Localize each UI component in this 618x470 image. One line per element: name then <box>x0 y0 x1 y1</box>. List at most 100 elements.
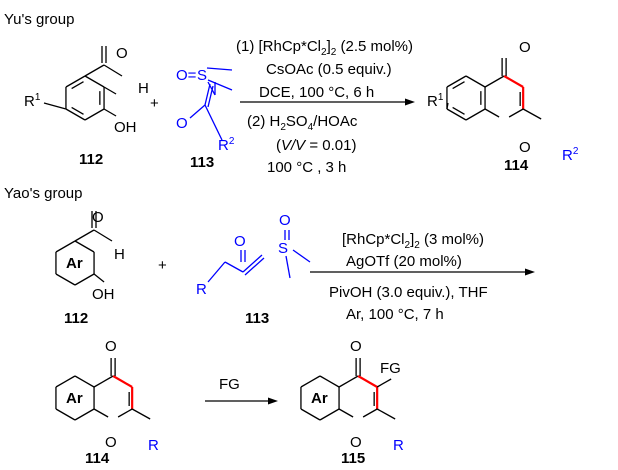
yao-cond-2: AgOTf (20 mol%) <box>346 253 462 270</box>
yao-p114-new-bond <box>112 375 133 388</box>
yao-sm-ring <box>55 240 76 253</box>
yu-ylide-cc <box>207 85 214 108</box>
yao-fg-arrow-head <box>268 397 278 405</box>
yao-cond-3: PivOH (3.0 equiv.), THF <box>329 284 488 301</box>
yu-sm-ring <box>65 75 86 88</box>
yao-p114 <box>74 408 95 421</box>
yu-prod <box>465 108 486 121</box>
yao-cho-bond <box>93 229 113 242</box>
yao-p115-ar: Ar <box>311 390 328 407</box>
yao-p115-ring-o: O <box>350 434 362 451</box>
yao-ylide-s: S <box>278 240 288 257</box>
yu-prod <box>465 75 486 88</box>
yu-r1-bond <box>43 102 67 110</box>
yu-cond-3: DCE, 100 °C, 6 h <box>259 84 374 101</box>
yu-oh-bond <box>103 108 117 117</box>
yao-ylide-bond <box>207 261 226 283</box>
yu-sm-ring <box>71 106 84 115</box>
yu-sm-oh: OH <box>114 119 137 136</box>
yu-group-title: Yu's group <box>4 11 74 28</box>
yu-sm-ring <box>71 81 84 90</box>
yao-p114 <box>74 375 95 388</box>
yu-sm-cho-o: O <box>116 45 128 62</box>
yu-prod <box>452 106 465 115</box>
yao-p114-ar: Ar <box>66 390 83 407</box>
yu-prod-r1: R1 <box>427 92 444 110</box>
yao-ylide-so: O <box>279 212 291 229</box>
yu-sm-label: 112 <box>79 151 103 168</box>
yao-p114 <box>93 408 109 418</box>
yao-ylide-cs <box>244 257 265 276</box>
yu-cond-4: (2) H2SO4/HOAc <box>247 113 358 133</box>
yu-ylide-c <box>189 104 206 119</box>
yu-prod <box>508 108 524 118</box>
yao-plus: + <box>158 257 167 274</box>
yu-cond-6: 100 °C , 3 h <box>267 159 346 176</box>
yao-p114 <box>93 375 114 388</box>
yu-cond-2: CsOAc (0.5 equiv.) <box>266 61 392 78</box>
yao-cond-4: Ar, 100 °C, 7 h <box>346 306 444 323</box>
yao-ylide-label: 113 <box>245 310 269 327</box>
yao-p114-o: O <box>105 338 117 355</box>
yu-ylide-cr <box>204 104 223 141</box>
yu-prod <box>484 75 505 88</box>
yu-s-me <box>207 79 233 91</box>
yao-ylide-o: O <box>234 233 246 250</box>
yao-sm-label: 112 <box>64 310 88 327</box>
yu-prod-r-bond <box>522 108 542 120</box>
yu-ylide-o1: O= <box>176 67 197 84</box>
yao-cond-1: [RhCp*Cl2]2 (3 mol%) <box>342 231 484 251</box>
yu-ylide-cc <box>204 83 211 106</box>
yao-p115-fg-bond <box>376 378 392 388</box>
yu-ylide-r2: R2 <box>218 136 235 154</box>
yu-ylide-s: S <box>197 67 207 84</box>
yu-cho-bond <box>103 64 123 77</box>
yao-p115-r: R <box>393 437 404 454</box>
yu-ylide-o2: O <box>176 115 188 132</box>
yu-prod <box>452 81 465 90</box>
yao-sm-ring <box>55 273 76 286</box>
yao-p114-label: 114 <box>85 450 110 467</box>
yao-ylide-r: R <box>196 281 207 298</box>
yu-s-me <box>206 67 233 71</box>
yu-prod <box>446 75 467 88</box>
yao-s-me <box>292 249 311 263</box>
yao-ylide-cs <box>242 254 263 273</box>
yao-p114 <box>55 375 76 388</box>
yu-prod <box>484 108 500 118</box>
yao-arrow-head <box>525 268 535 276</box>
yu-sm-ring <box>65 108 86 121</box>
yao-p114-ring-o: O <box>105 434 117 451</box>
yu-sm-r1: R1 <box>24 92 41 110</box>
yao-sm-cho-o: O <box>92 209 104 226</box>
yu-arrow-head <box>405 98 415 106</box>
yao-sm-ar: Ar <box>66 255 83 272</box>
yu-prod-r1-bond <box>446 102 449 110</box>
yu-cho-link <box>103 86 117 95</box>
yu-sm-cho-h: H <box>138 80 149 97</box>
yu-plus: + <box>150 95 159 112</box>
yao-step-reagent: FG <box>219 376 240 393</box>
yao-oh-bond <box>93 273 105 283</box>
yao-p115 <box>338 375 359 388</box>
yu-prod-r2: R2 <box>562 146 579 164</box>
yu-sm-ring <box>84 75 105 88</box>
yao-p115 <box>319 408 340 421</box>
yu-cho-bond <box>84 64 105 77</box>
yao-p115-new-bond <box>357 375 378 388</box>
yao-p114-r: R <box>148 437 159 454</box>
yao-group-title: Yao's group <box>4 185 82 202</box>
bonds <box>43 46 542 421</box>
yu-prod-o: O <box>519 39 531 56</box>
yu-prod <box>446 108 467 121</box>
yao-p115 <box>300 408 321 421</box>
yao-p115 <box>362 408 378 418</box>
yu-cond-1: (1) [RhCp*Cl2]2 (2.5 mol%) <box>236 38 413 58</box>
yao-cho-bond <box>74 229 95 242</box>
yao-p115 <box>338 408 354 418</box>
yu-ylide-label: 113 <box>190 154 214 171</box>
yao-p114-r-bond <box>131 408 151 420</box>
yao-sm-oh: OH <box>92 286 115 303</box>
